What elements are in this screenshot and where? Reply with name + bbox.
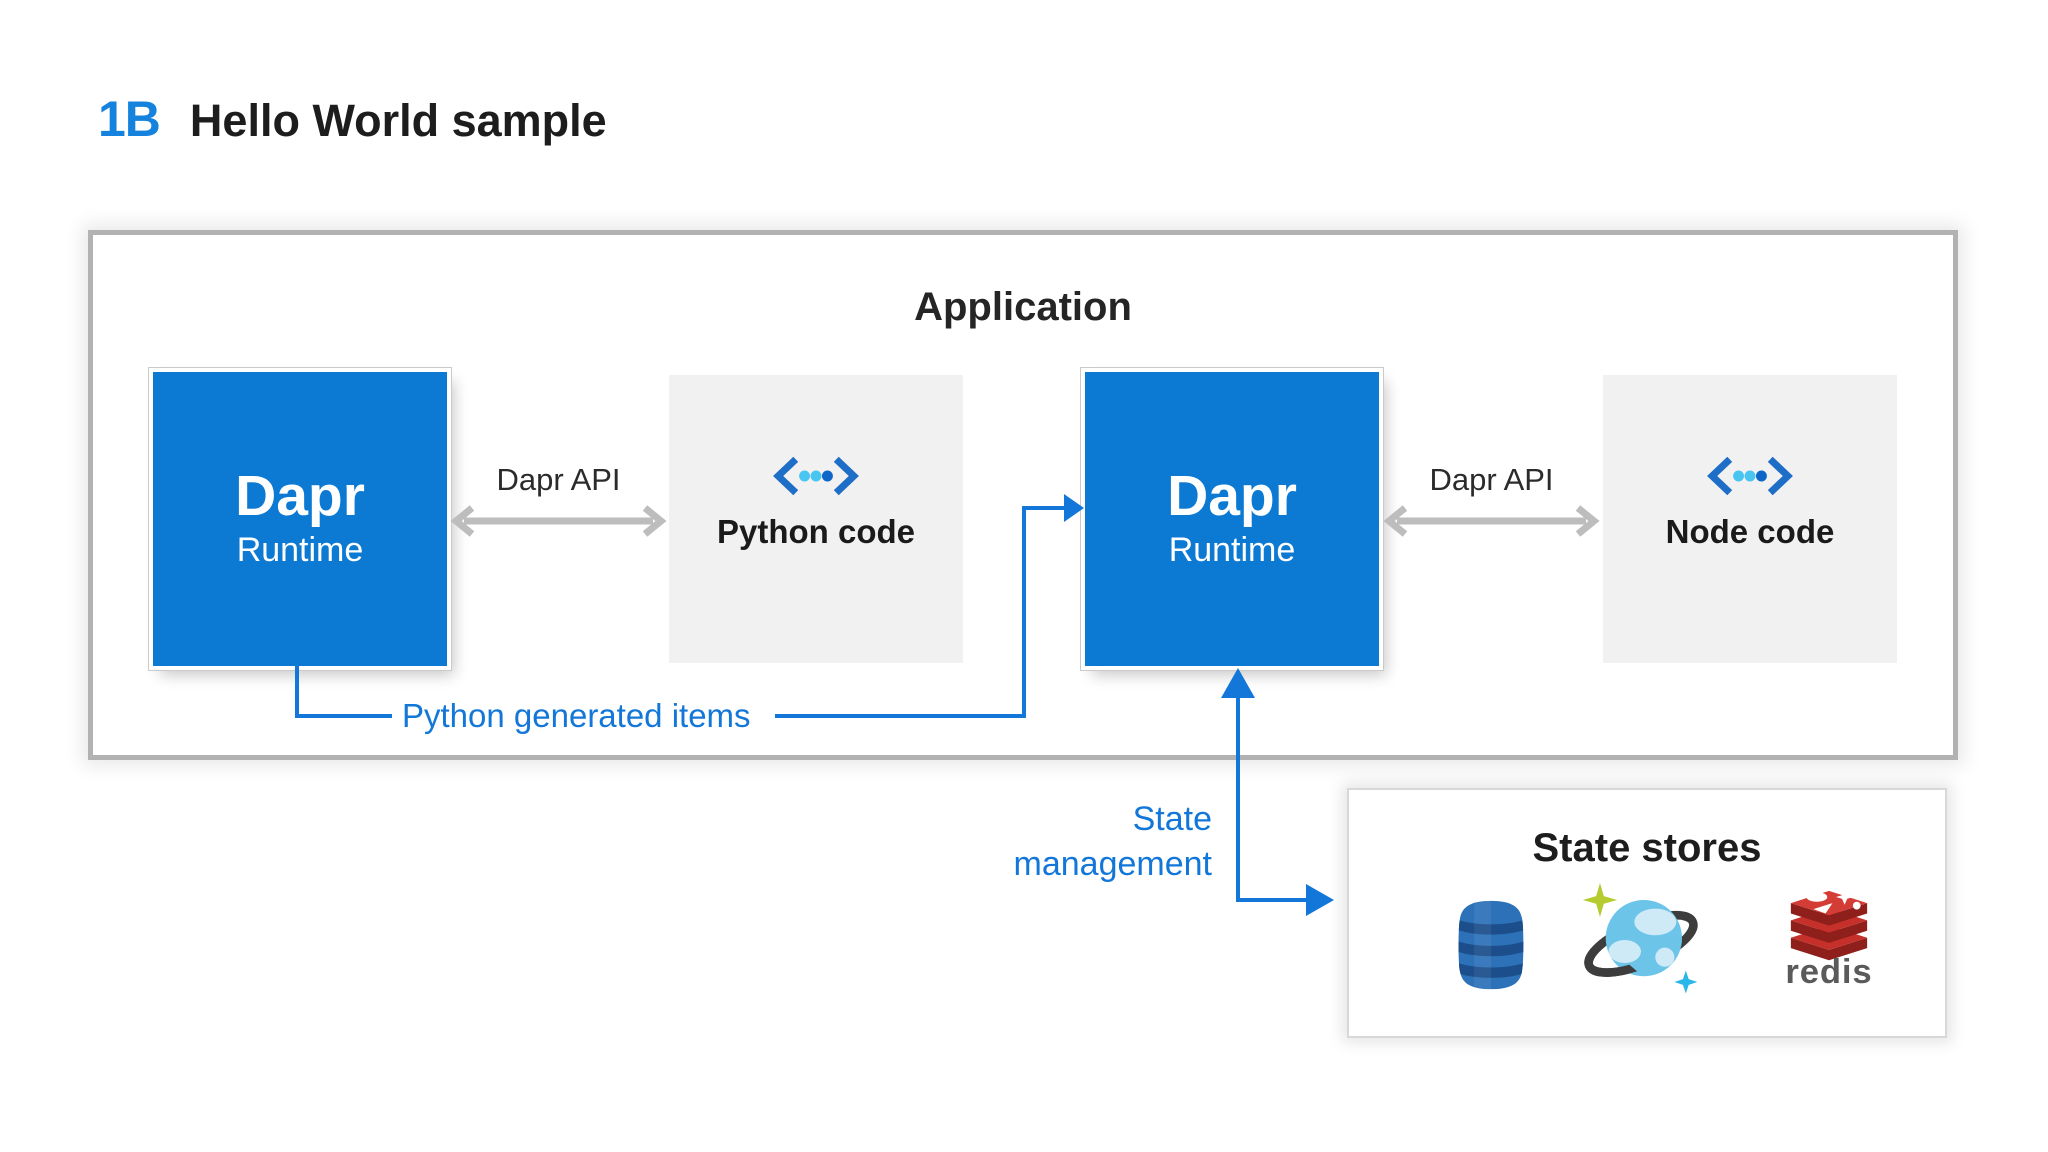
state-management-line1: State [1132,800,1212,838]
slide-number-badge: 1B [98,91,161,147]
arrowhead-up-icon [1221,668,1255,698]
dapr-runtime-box-2: Dapr Runtime [1085,372,1379,666]
double-arrow-icon [1383,505,1600,537]
state-management-label: State management [940,797,1212,887]
double-arrow-icon [450,505,667,537]
arrowhead-right-icon [1306,884,1334,916]
python-code-label: Python code [716,513,916,550]
python-code-box: Python code [669,375,963,663]
connector-line [1236,694,1240,902]
code-icon [1707,456,1793,496]
state-stores-box: State stores [1347,788,1947,1038]
connector-line [1022,508,1026,718]
node-code-label: Node code [1665,513,1835,550]
dynamodb-icon [1458,900,1524,990]
connector-line [295,666,299,718]
dapr-runtime-subtitle: Runtime [1168,531,1296,569]
connector-line [1236,898,1308,902]
python-generated-items-label: Python generated items [402,697,751,734]
page-header: 1B Hello World sample [98,90,607,148]
state-management-line2: management [1013,845,1212,883]
dapr-api-label-1: Dapr API [496,462,621,497]
cosmosdb-icon [1582,882,1698,994]
arrowhead-right-icon [1064,494,1084,522]
connector-line [775,714,1026,718]
connector-line [295,714,392,718]
application-container: Application Dapr Runtime Dapr API Python… [88,230,1958,760]
dapr-runtime-title: Dapr [1167,464,1297,528]
dapr-runtime-title: Dapr [235,464,365,528]
application-label: Application [914,285,1132,329]
connector-line [1022,506,1068,510]
dapr-api-label-2: Dapr API [1429,462,1554,497]
dapr-runtime-subtitle: Runtime [236,531,364,569]
redis-icon: redis [1785,889,1872,991]
dapr-runtime-box-1: Dapr Runtime [153,372,447,666]
code-icon [773,456,859,496]
node-code-box: Node code [1603,375,1897,663]
state-stores-title: State stores [1532,826,1762,870]
page-title: Hello World sample [189,95,607,146]
redis-label: redis [1785,953,1872,991]
